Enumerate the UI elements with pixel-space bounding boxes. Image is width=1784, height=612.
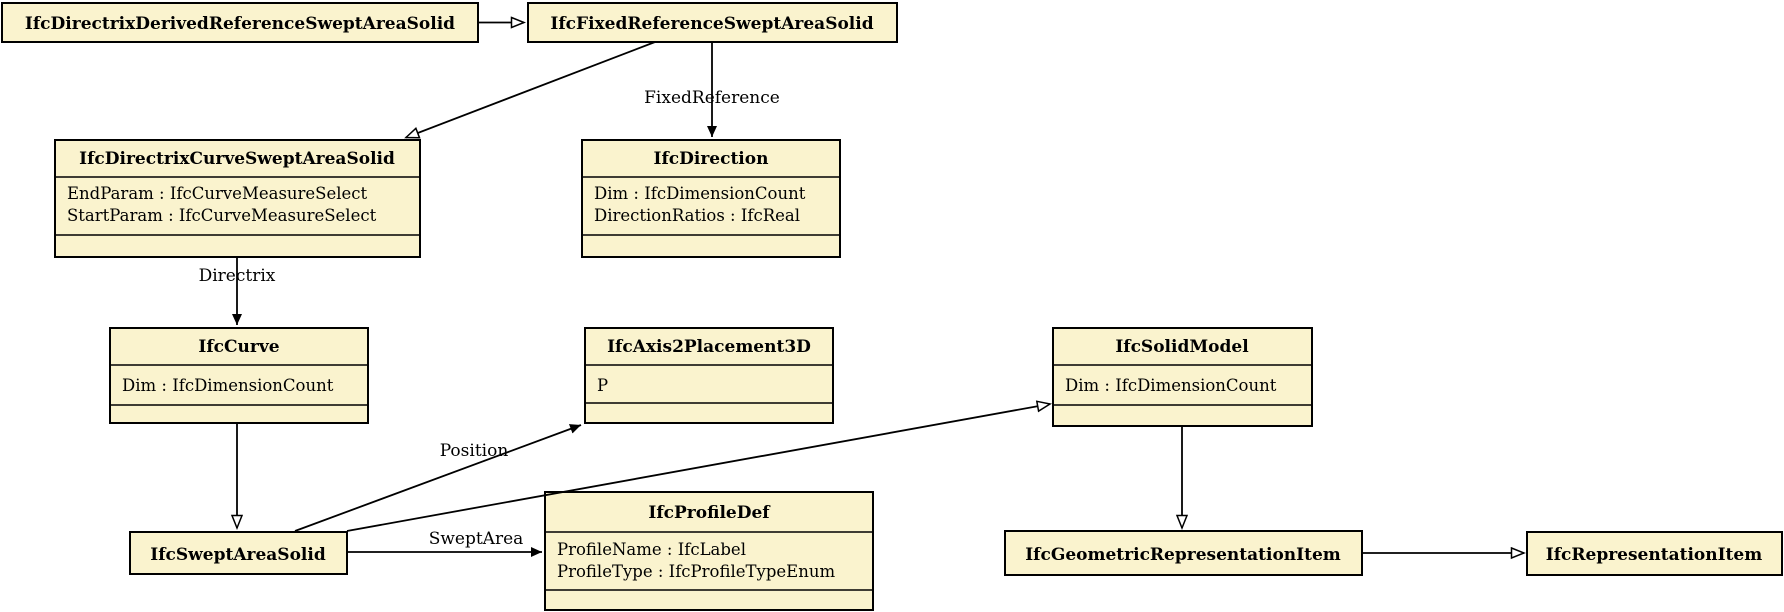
class-title: IfcRepresentationItem: [1546, 545, 1762, 565]
class-attribute: StartParam : IfcCurveMeasureSelect: [67, 206, 377, 225]
edge-label-swept-area: SweptArea: [429, 529, 524, 549]
class-ifc-axis2-placement-3d[interactable]: IfcAxis2Placement3D P: [584, 327, 834, 424]
edge-label-position: Position: [440, 441, 509, 461]
class-attribute: DirectionRatios : IfcReal: [594, 206, 800, 225]
class-attribute: EndParam : IfcCurveMeasureSelect: [67, 184, 368, 203]
class-attribute: P: [597, 376, 608, 395]
class-ifc-representation-item[interactable]: IfcRepresentationItem: [1526, 531, 1783, 576]
class-title: IfcDirectrixDerivedReferenceSweptAreaSol…: [25, 14, 455, 34]
class-ifc-profile-def[interactable]: IfcProfileDef ProfileName : IfcLabel Pro…: [544, 491, 874, 611]
class-ifc-geometric-representation-item[interactable]: IfcGeometricRepresentationItem: [1004, 530, 1363, 576]
class-ifc-directrix-derived-reference-swept-area-solid[interactable]: IfcDirectrixDerivedReferenceSweptAreaSol…: [1, 2, 479, 43]
class-title: IfcDirectrixCurveSweptAreaSolid: [79, 149, 395, 169]
class-attribute: Dim : IfcDimensionCount: [1065, 376, 1277, 395]
class-title: IfcAxis2Placement3D: [607, 337, 811, 357]
class-attribute: ProfileName : IfcLabel: [557, 540, 746, 559]
class-title: IfcCurve: [198, 337, 279, 357]
edge-labels: FixedReference Directrix Position SweptA…: [199, 88, 780, 549]
class-title: IfcProfileDef: [648, 503, 771, 523]
class-title: IfcSweptAreaSolid: [150, 545, 326, 565]
generalization-sweptareasolid-to-solidmodel: [346, 404, 1050, 532]
class-box[interactable]: [584, 327, 834, 424]
class-box[interactable]: [109, 327, 369, 424]
class-title: IfcGeometricRepresentationItem: [1025, 545, 1341, 565]
class-attribute: Dim : IfcDimensionCount: [594, 184, 806, 203]
class-ifc-solid-model[interactable]: IfcSolidModel Dim : IfcDimensionCount: [1052, 327, 1313, 427]
generalization-fixedreference-to-directrixcurve: [406, 41, 656, 138]
class-ifc-swept-area-solid[interactable]: IfcSweptAreaSolid: [129, 531, 348, 575]
edge-label-fixed-reference: FixedReference: [644, 88, 780, 108]
class-ifc-direction[interactable]: IfcDirection Dim : IfcDimensionCount Dir…: [581, 139, 841, 258]
class-box[interactable]: [581, 139, 841, 258]
class-box[interactable]: [129, 531, 348, 575]
class-attribute: ProfileType : IfcProfileTypeEnum: [557, 562, 835, 581]
class-title: IfcSolidModel: [1115, 337, 1249, 357]
class-box[interactable]: [1526, 531, 1783, 576]
class-ifc-curve[interactable]: IfcCurve Dim : IfcDimensionCount: [109, 327, 369, 424]
class-ifc-fixed-reference-swept-area-solid[interactable]: IfcFixedReferenceSweptAreaSolid: [527, 2, 898, 43]
edge-label-directrix: Directrix: [199, 266, 276, 286]
class-title: IfcDirection: [654, 149, 769, 169]
class-box[interactable]: [1, 2, 479, 43]
class-box[interactable]: [54, 139, 421, 258]
class-ifc-directrix-curve-swept-area-solid[interactable]: IfcDirectrixCurveSweptAreaSolid EndParam…: [54, 139, 421, 258]
edges: [237, 23, 1524, 554]
association-position-to-axis2placement3d: [294, 424, 582, 532]
class-attribute: Dim : IfcDimensionCount: [122, 376, 334, 395]
class-title: IfcFixedReferenceSweptAreaSolid: [550, 14, 873, 34]
class-box[interactable]: [1052, 327, 1313, 427]
class-box[interactable]: [527, 2, 898, 43]
class-box[interactable]: [1004, 530, 1363, 576]
